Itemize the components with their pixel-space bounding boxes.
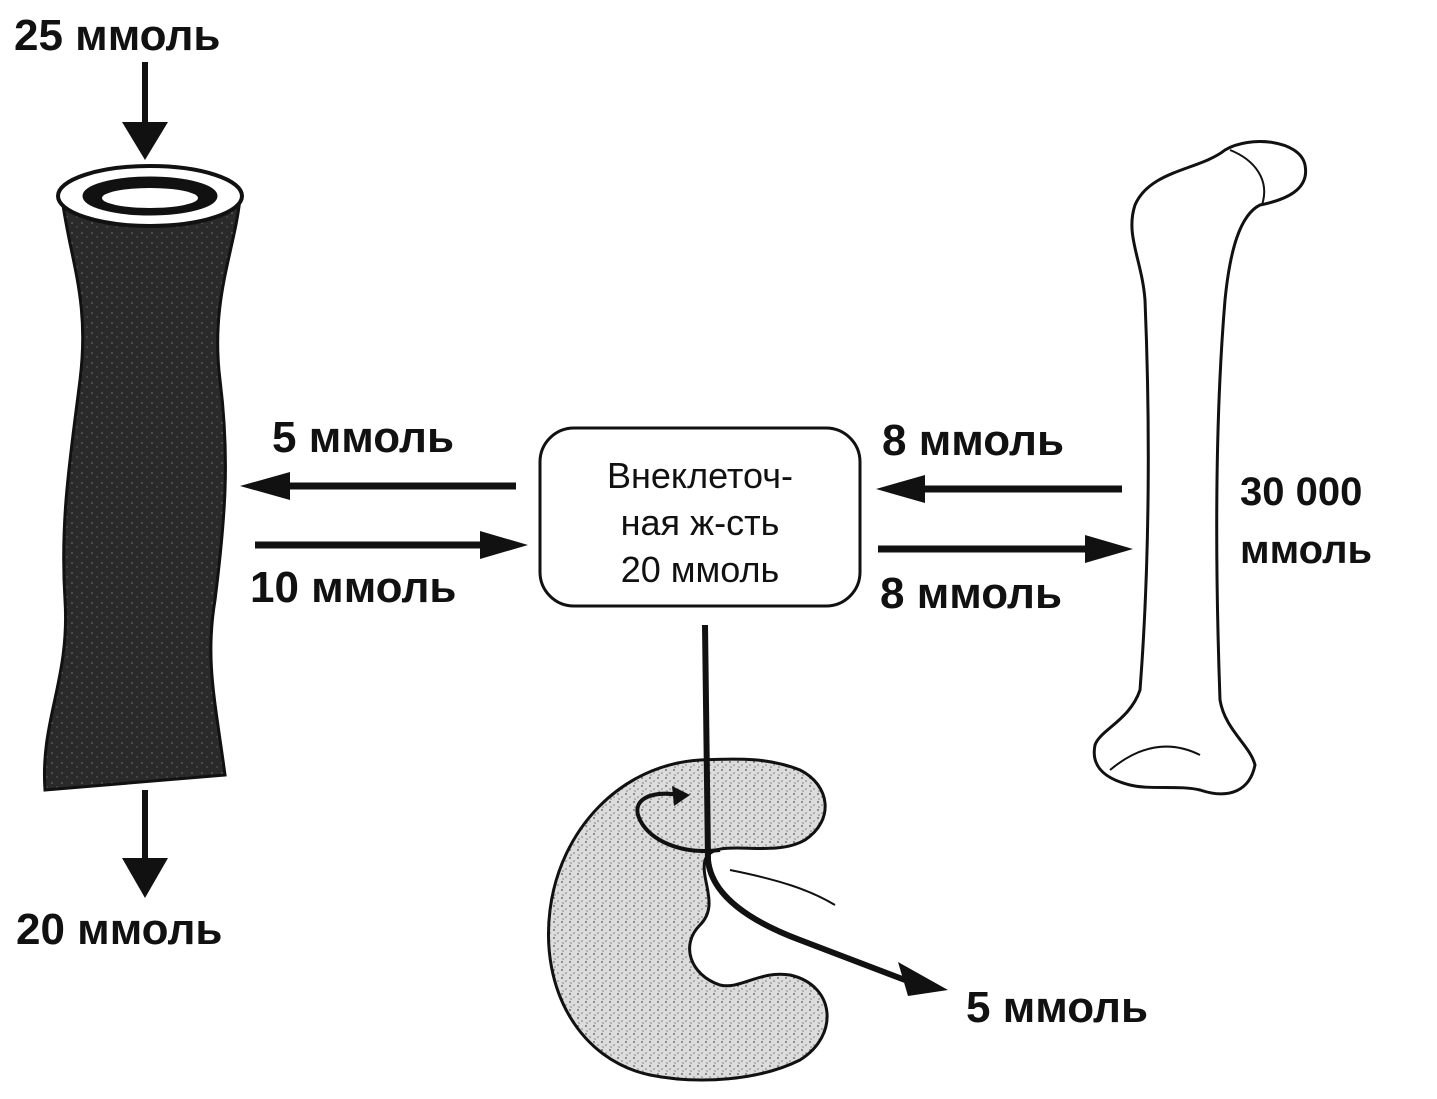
bone-store-line-1: 30 000 [1240, 470, 1362, 514]
bone-store-line-2: ммоль [1240, 528, 1372, 572]
ecf-line-2: ная ж-сть [621, 502, 780, 543]
intake-arrow [122, 62, 168, 160]
fecal-excretion-arrow [122, 790, 168, 898]
kidney [548, 759, 835, 1080]
ecf-box: Внеклеточ- ная ж-сть 20 ммоль [540, 428, 860, 606]
femur-bone [1094, 142, 1305, 794]
bone-to-ecf-label: 8 ммоль [882, 416, 1064, 465]
ecf-to-bone-arrow [878, 535, 1133, 563]
gut-to-ecf-label: 10 ммоль [250, 563, 456, 612]
gut-to-ecf-arrow [255, 531, 528, 559]
ecf-line-1: Внеклеточ- [607, 455, 793, 496]
ecf-to-gut-arrow [240, 472, 516, 500]
fecal-excretion-label: 20 ммоль [16, 905, 222, 954]
renal-excretion-label: 5 ммоль [966, 983, 1148, 1032]
intestine-tube [44, 166, 242, 790]
ecf-to-gut-label: 5 ммоль [272, 413, 454, 462]
intake-label: 25 ммоль [14, 11, 220, 60]
bone-to-ecf-arrow [876, 475, 1122, 503]
ecf-to-bone-label: 8 ммоль [880, 569, 1062, 618]
ecf-line-3: 20 ммоль [621, 549, 780, 590]
